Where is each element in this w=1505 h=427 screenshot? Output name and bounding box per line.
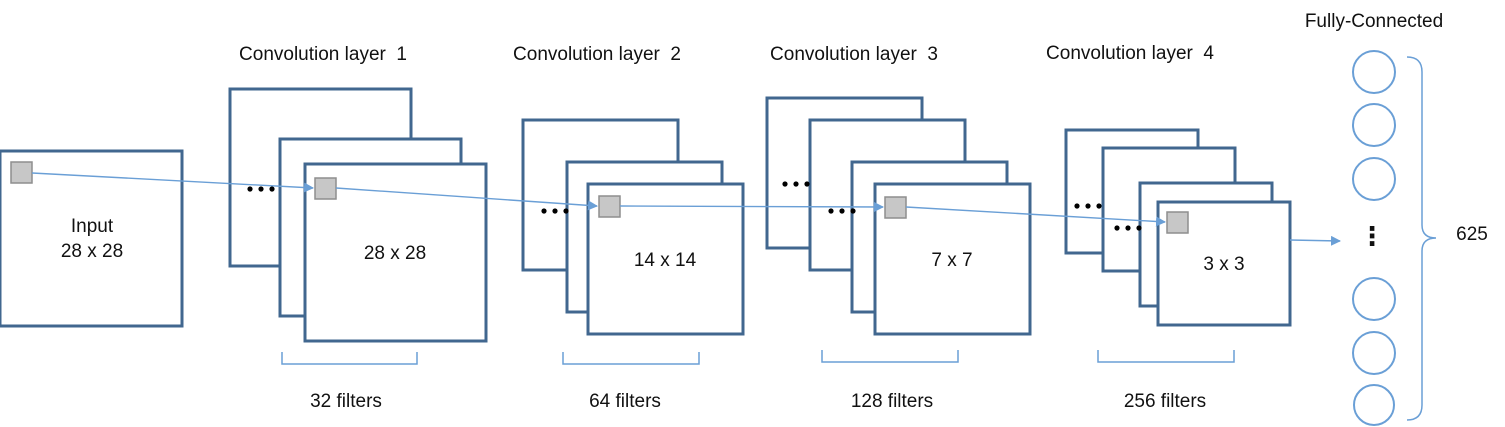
conv-layer-4-filters: 256 filters [1124,391,1206,412]
conv-layer-3: Convolution layer 3 7 x 7 128 filters [765,44,1032,412]
ellipsis-dot [1125,225,1131,231]
ellipsis-dot [839,208,845,214]
fc-ellipsis: ⋮ [1359,221,1385,251]
ellipsis-dot [269,186,275,192]
conv-layer-1-brace [281,352,418,365]
conv-layer-1-size: 28 x 28 [364,243,426,264]
arrow-conv2-to-conv3 [619,201,884,212]
conv-layer-3-size: 7 x 7 [931,250,972,271]
fully-connected-layer: Fully-Connected ⋮ 625 [1305,11,1488,426]
conv-layer-2-title: Convolution layer 2 [513,44,681,65]
fc-brace [1406,56,1437,421]
input-kernel-patch [10,161,33,184]
fc-neuron [1353,384,1395,426]
ellipsis-dot [552,208,558,214]
conv-layer-3-brace [821,350,959,363]
ellipsis-dot [1136,225,1142,231]
conv-layer-4-brace [1097,350,1235,363]
ellipsis-dot [258,186,264,192]
conv-layer-3-title: Convolution layer 3 [770,44,938,65]
conv-layer-1: Convolution layer 1 28 x 28 32 filters [228,44,488,412]
ellipsis-dot [1114,225,1120,231]
ellipsis-dot [782,181,788,187]
ellipsis-dot [1074,203,1080,209]
conv-layer-2-filters: 64 filters [589,391,661,412]
fc-unit-count: 625 [1456,224,1488,245]
ellipsis-dot [850,208,856,214]
conv-layer-4-kernel-patch [1166,211,1189,234]
input-label: Input [71,216,114,237]
conv-layer-2-brace [562,352,700,365]
conv-layer-4: Convolution layer 4 3 x 3 256 filters [1046,43,1292,412]
conv-layer-2-kernel-patch [598,195,621,218]
conv-layer-4-title: Convolution layer 4 [1046,43,1214,64]
ellipsis-dot [541,208,547,214]
ellipsis-dot [563,208,569,214]
ellipsis-dot [247,186,253,192]
conv-layer-1-title: Convolution layer 1 [239,44,407,65]
ellipsis-dot [828,208,834,214]
connection-arrows [31,172,1341,246]
conv-layer-4-size: 3 x 3 [1203,254,1244,275]
fc-neuron [1352,157,1396,201]
fc-neuron [1352,277,1396,321]
conv-layer-1-kernel-patch [314,177,337,200]
arrow-conv4-to-fc [1289,235,1341,246]
ellipsis-dot [1085,203,1091,209]
ellipsis-dot [793,181,799,187]
conv-layer-2-size: 14 x 14 [634,250,697,271]
arrow-conv1-to-conv2 [335,187,598,211]
fc-neuron [1352,103,1396,147]
fc-neuron [1352,331,1396,375]
arrow-input-to-conv1 [31,172,314,193]
conv-layer-3-filters: 128 filters [851,391,933,412]
ellipsis-dot [1096,203,1102,209]
arrow-conv3-to-conv4 [905,206,1166,227]
ellipsis-dot [804,181,810,187]
fc-neuron [1352,50,1396,94]
input-block: Input 28 x 28 [0,149,184,328]
conv-layer-2: Convolution layer 2 14 x 14 64 filters [513,44,745,412]
input-size: 28 x 28 [61,241,123,262]
conv-layer-1-filters: 32 filters [310,391,382,412]
conv-layer-3-kernel-patch [884,196,907,219]
fully-connected-title: Fully-Connected [1305,11,1443,32]
